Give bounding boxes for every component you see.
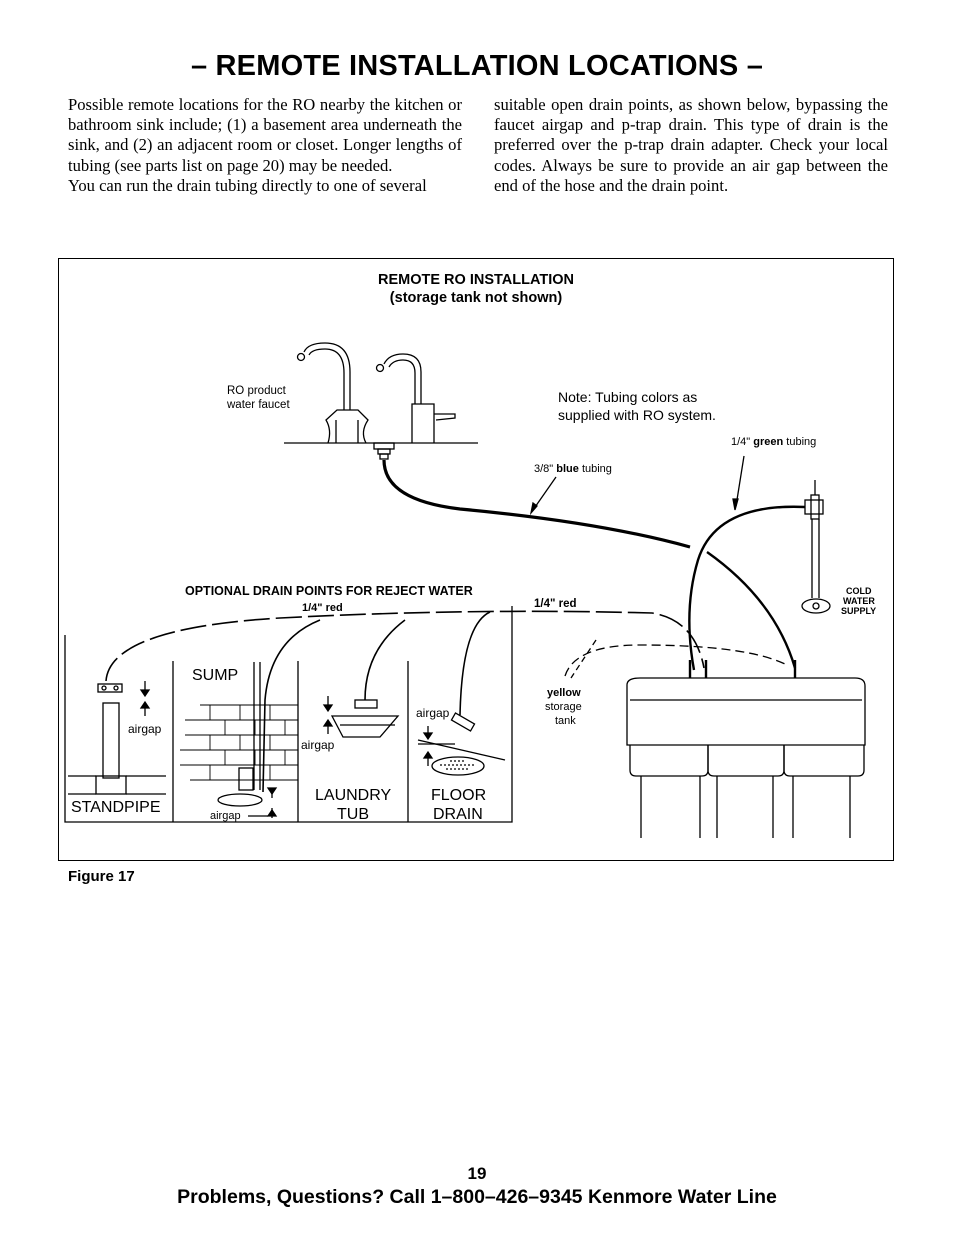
page-number: 19: [467, 1164, 487, 1183]
blue-tubing-line: [382, 459, 691, 549]
footer-help-line: Problems, Questions? Call 1–800–426–9345…: [177, 1186, 777, 1208]
red-tubing-label-left: 1/4" red: [302, 602, 343, 614]
laundry-tub-icon: [322, 696, 400, 738]
figure-title: REMOTE RO INSTALLATION (storage tank not…: [58, 271, 894, 307]
ro-installation-diagram: RO product water faucet Note: Tubing col…: [64, 342, 876, 838]
cold-water-label-3: SUPPLY: [841, 606, 876, 616]
red-tubing-line: [105, 610, 705, 682]
airgap-sump-upper-label: airgap: [301, 738, 335, 752]
figure-frame: [58, 258, 894, 861]
page-title: – REMOTE INSTALLATION LOCATIONS –: [190, 50, 764, 82]
green-tubing-label: 1/4" green tubing: [731, 436, 816, 448]
kitchen-faucet-icon: [375, 353, 456, 443]
faucet-fitting: [373, 442, 395, 450]
red-tubing-label-right: 1/4" red: [534, 598, 577, 610]
yellow-tank-label-3: tank: [555, 715, 576, 727]
yellow-tubing-line: [564, 644, 786, 677]
reject-tubing-line: [706, 551, 797, 669]
airgap-laundry-label: airgap: [416, 706, 450, 720]
right-column: suitable open drain points, as shown bel…: [494, 95, 888, 196]
figure-title-line2: (storage tank not shown): [389, 290, 563, 306]
standpipe-icon: [68, 681, 166, 795]
laundry-label-2: TUB: [337, 806, 369, 823]
airgap-standpipe-label: airgap: [128, 722, 162, 736]
cold-water-label-1: COLD: [846, 586, 872, 596]
floor-label-1: FLOOR: [431, 787, 486, 804]
faucet-label-1: RO product: [227, 385, 287, 397]
yellow-tank-label-2: storage: [545, 701, 582, 713]
sump-pump-icon: [217, 662, 278, 818]
left-paragraph-2: You can run the drain tubing directly to…: [68, 175, 427, 195]
left-column: Possible remote locations for the RO nea…: [68, 95, 462, 196]
left-paragraph-1: Possible remote locations for the RO nea…: [68, 95, 462, 175]
floor-drain-icon: [417, 712, 506, 776]
right-paragraph-1: suitable open drain points, as shown bel…: [494, 95, 888, 195]
drain-panel-frame: [64, 606, 513, 823]
ro-unit-icon: [626, 660, 866, 838]
note-line-1: Note: Tubing colors as: [558, 389, 697, 405]
laundry-label-1: LAUNDRY: [315, 787, 392, 804]
standpipe-label: STANDPIPE: [71, 799, 161, 816]
sump-label: SUMP: [192, 667, 238, 684]
figure-title-line1: REMOTE RO INSTALLATION: [377, 272, 574, 288]
yellow-tank-label-1: yellow: [547, 687, 581, 699]
airgap-sump-lower-label: airgap: [210, 810, 241, 822]
drain-points-heading: OPTIONAL DRAIN POINTS FOR REJECT WATER: [185, 584, 473, 598]
sump-brick-wall-icon: [180, 704, 298, 781]
cold-water-label-2: WATER: [843, 596, 875, 606]
faucet-label-2: water faucet: [226, 399, 290, 411]
figure-caption: Figure 17: [68, 868, 135, 885]
blue-tubing-label: 3/8" blue tubing: [534, 463, 612, 475]
ro-faucet-icon: [296, 342, 369, 444]
cold-water-valve-icon: [801, 480, 831, 614]
note-line-2: supplied with RO system.: [558, 407, 716, 423]
floor-label-2: DRAIN: [433, 806, 483, 823]
